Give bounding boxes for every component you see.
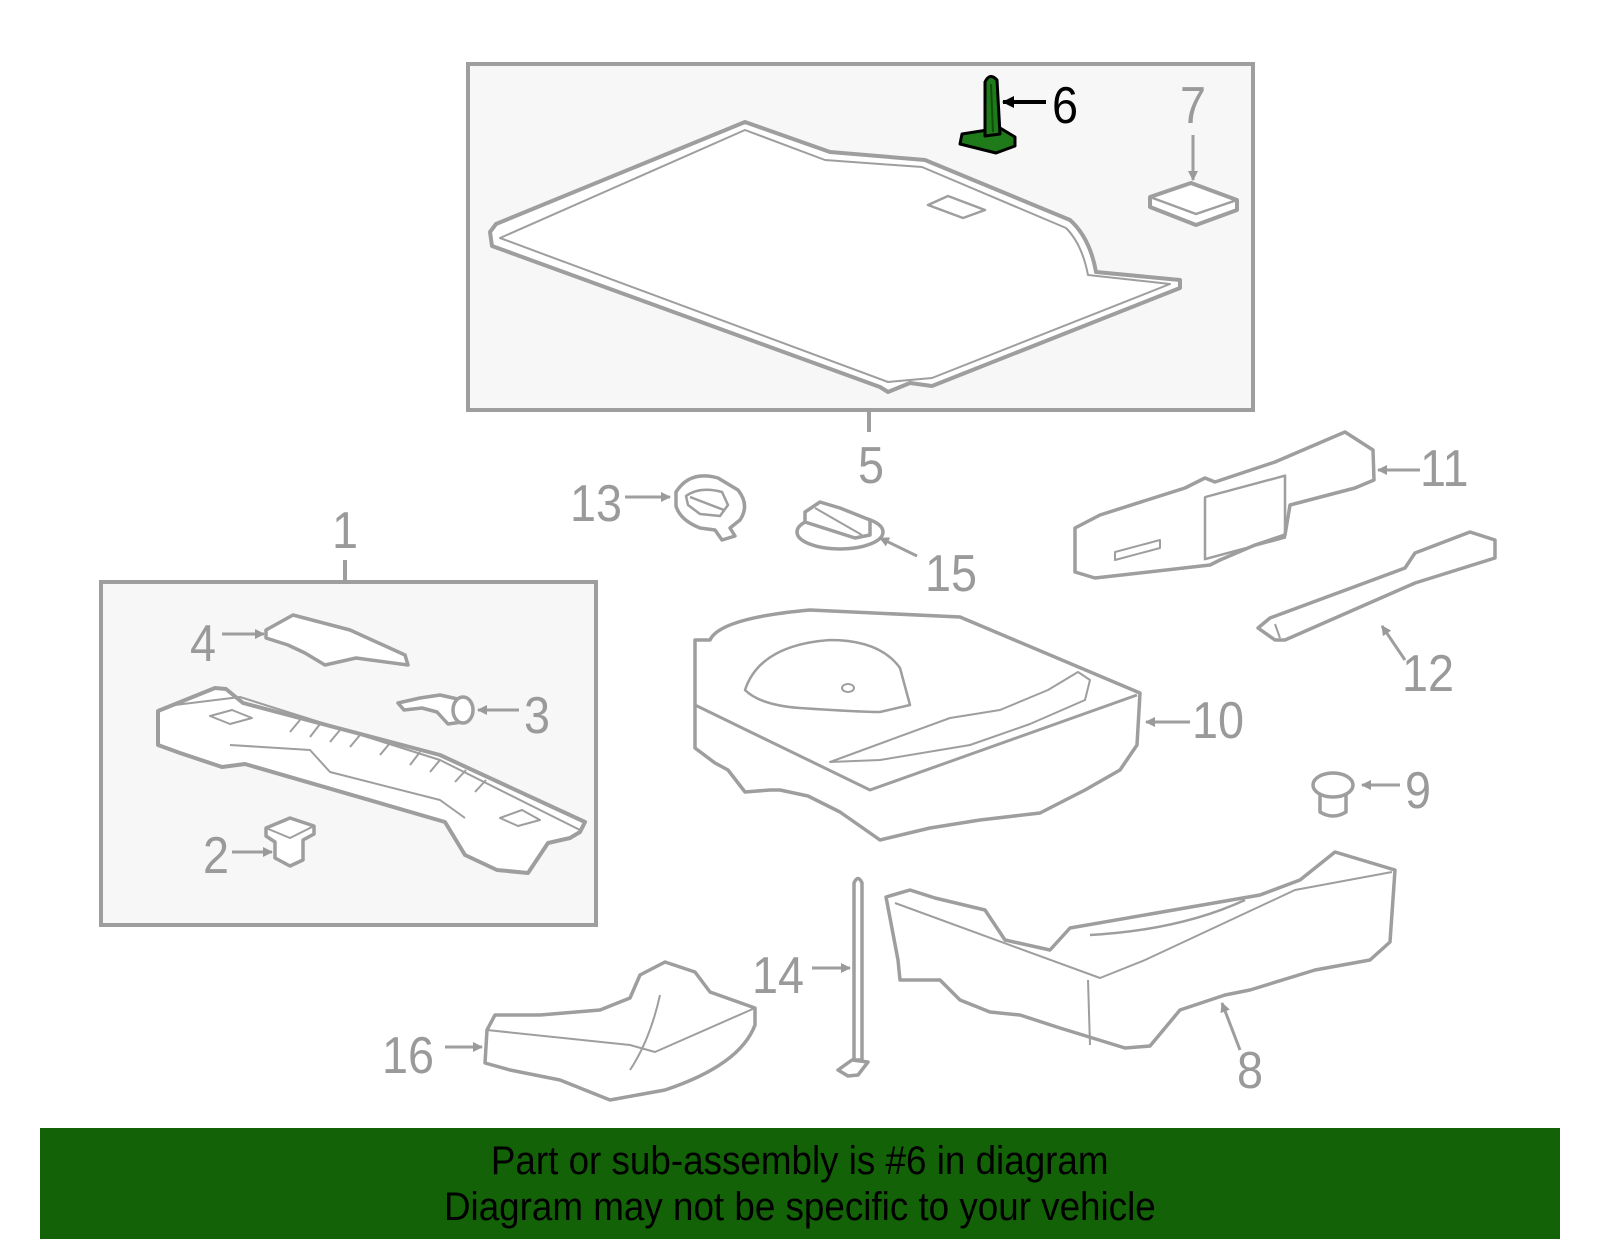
- part-6-retainer-highlighted[interactable]: [958, 75, 1046, 155]
- callout-7[interactable]: 7: [1180, 77, 1207, 135]
- callout-1[interactable]: 1: [332, 502, 359, 560]
- callout-8[interactable]: 8: [1237, 1042, 1264, 1100]
- part-14-rod[interactable]: [812, 876, 870, 1078]
- part-11-jack[interactable]: [1073, 430, 1420, 580]
- callout-5[interactable]: 5: [858, 437, 885, 495]
- part-4-bracket[interactable]: [222, 613, 410, 667]
- part-3-clip[interactable]: [396, 693, 519, 726]
- callout-11[interactable]: 11: [1420, 440, 1469, 498]
- part-15-cap[interactable]: [795, 500, 918, 558]
- callout-4[interactable]: 4: [190, 615, 217, 673]
- part-5-floor-panel[interactable]: [488, 120, 1182, 394]
- part-2-plug[interactable]: [232, 816, 316, 868]
- callout-13[interactable]: 13: [570, 475, 623, 533]
- callout-2[interactable]: 2: [203, 827, 230, 885]
- part-7-pad[interactable]: [1148, 135, 1239, 227]
- callout-9[interactable]: 9: [1405, 762, 1432, 820]
- part-1-rail[interactable]: [156, 686, 587, 875]
- callout-14[interactable]: 14: [752, 947, 805, 1005]
- callout-3[interactable]: 3: [524, 687, 551, 745]
- part-13-grommet[interactable]: [625, 474, 747, 542]
- info-banner: Part or sub-assembly is #6 in diagram Di…: [40, 1128, 1560, 1239]
- part-8-tray[interactable]: [884, 850, 1397, 1051]
- callout-15[interactable]: 15: [925, 545, 978, 603]
- banner-disclaimer: Diagram may not be specific to your vehi…: [444, 1184, 1156, 1229]
- part-12-wrench[interactable]: [1256, 530, 1497, 661]
- callout-10[interactable]: 10: [1192, 692, 1245, 750]
- callout-6-highlighted[interactable]: 6: [1052, 77, 1079, 135]
- callout-16[interactable]: 16: [382, 1027, 435, 1085]
- callout-12[interactable]: 12: [1402, 645, 1455, 703]
- banner-part-note: Part or sub-assembly is #6 in diagram: [491, 1138, 1109, 1183]
- part-9-plug[interactable]: [1311, 771, 1400, 818]
- part-16-tray[interactable]: [445, 960, 757, 1102]
- part-10-foam-organizer[interactable]: [693, 608, 1190, 842]
